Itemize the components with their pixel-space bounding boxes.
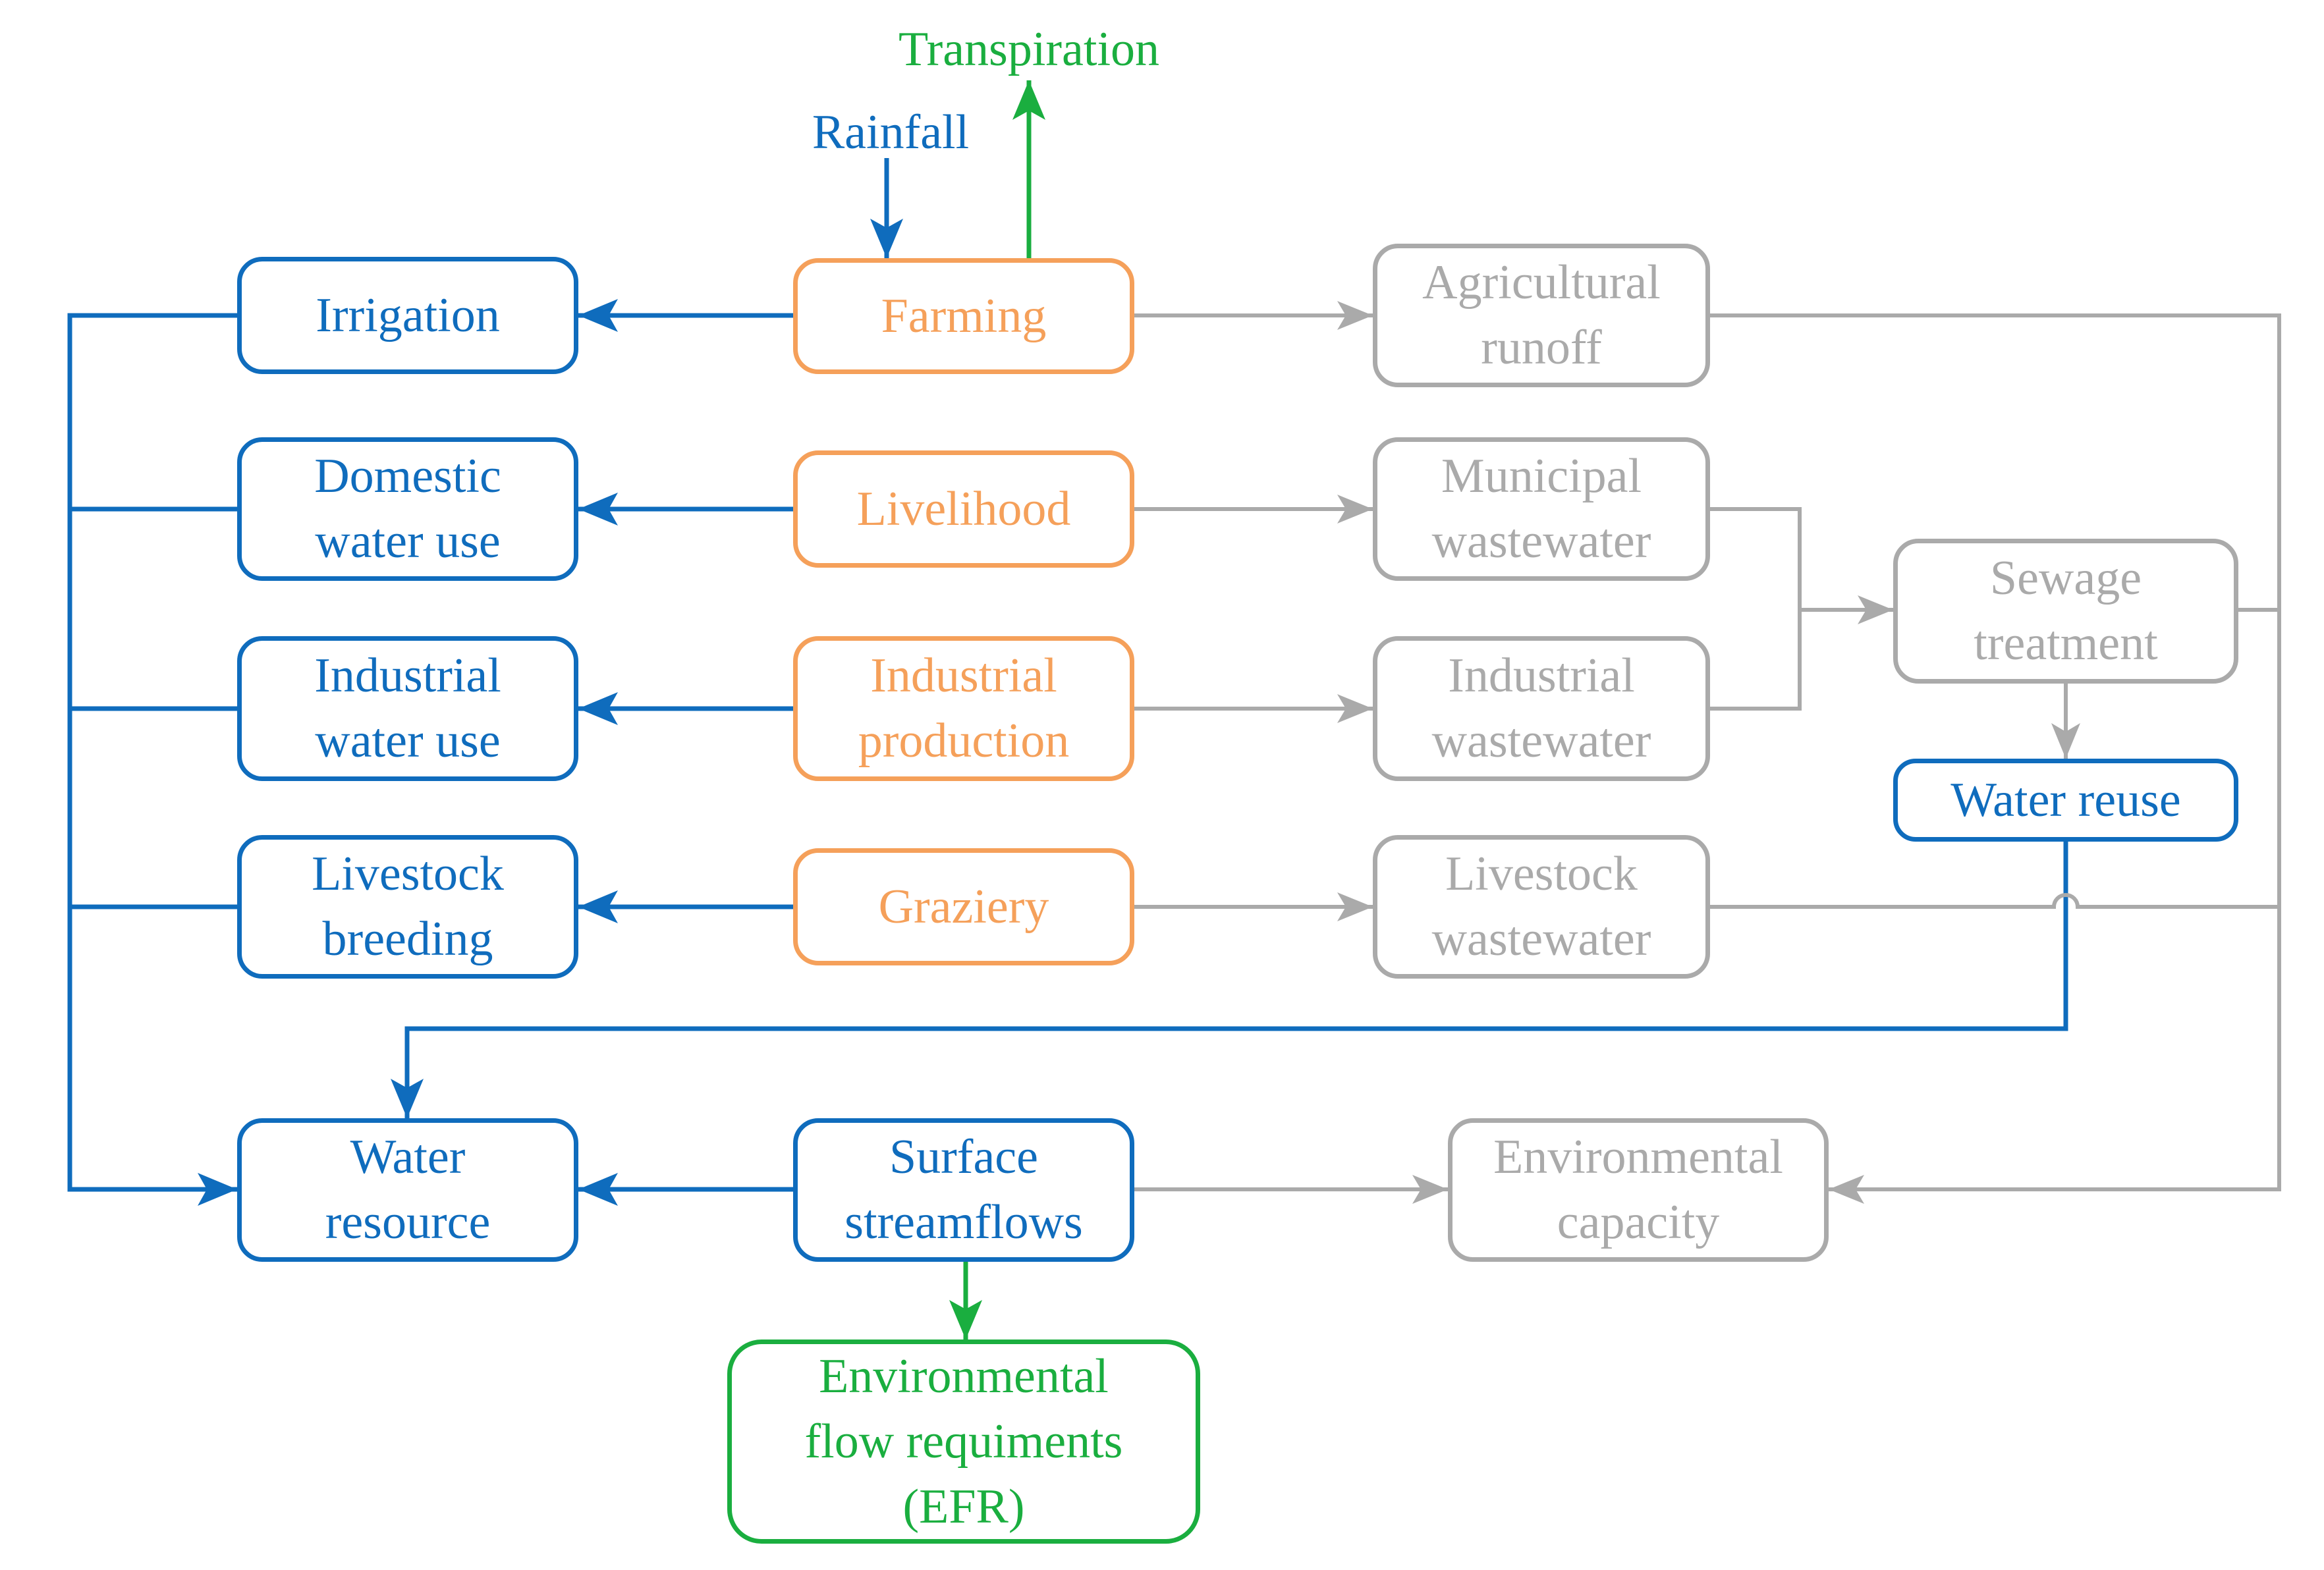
industrial-production-label: Industrial production	[858, 649, 1070, 768]
sewage-treatment-label: Sewage treatment	[1974, 551, 2158, 670]
efr-label: Environmental flow requiments (EFR)	[804, 1349, 1123, 1534]
livestock-wastewater-node: Livestock wastewater	[1373, 835, 1710, 979]
municipal-to-sewage-line	[1710, 507, 1802, 711]
water-reuse-label: Water reuse	[1950, 772, 2181, 827]
domestic-water-use-node: Domestic water use	[237, 437, 578, 581]
farming-label: Farming	[881, 288, 1047, 343]
surface-streamflows-label: Surface streamflows	[844, 1130, 1083, 1249]
efr-node: Environmental flow requiments (EFR)	[727, 1340, 1200, 1544]
water-reuse-to-water-resource-arrow	[391, 842, 2068, 1118]
water-resource-label: Water resource	[325, 1130, 491, 1249]
livestock-wastewater-label: Livestock wastewater	[1431, 847, 1651, 966]
livestock-wastewater-to-bus-line	[1710, 893, 2279, 909]
municipal-wastewater-node: Municipal wastewater	[1373, 437, 1710, 581]
rainfall-label: Rainfall	[812, 105, 970, 159]
industrial-production-node: Industrial production	[793, 636, 1134, 781]
sewage-treatment-node: Sewage treatment	[1893, 539, 2238, 684]
transpiration-label: Transpiration	[898, 22, 1160, 76]
municipal-wastewater-label: Municipal wastewater	[1431, 449, 1651, 568]
industrial-wastewater-label: Industrial wastewater	[1431, 649, 1651, 768]
left-return-bus	[67, 313, 237, 1206]
irrigation-node: Irrigation	[237, 257, 578, 374]
industrial-water-use-node: Industrial water use	[237, 636, 578, 781]
industrial-wastewater-node: Industrial wastewater	[1373, 636, 1710, 781]
livelihood-label: Livelihood	[856, 481, 1071, 536]
surface-streamflows-node: Surface streamflows	[793, 1118, 1134, 1262]
right-discharge-bus	[1710, 313, 2281, 1204]
domestic-water-use-label: Domestic water use	[314, 449, 501, 568]
water-reuse-node: Water reuse	[1893, 759, 2238, 842]
environmental-capacity-node: Environmental capacity	[1448, 1118, 1829, 1262]
farming-node: Farming	[793, 258, 1134, 374]
industrial-water-use-label: Industrial water use	[314, 649, 501, 768]
irrigation-label: Irrigation	[316, 288, 500, 342]
livestock-breeding-node: Livestock breeding	[237, 835, 578, 979]
environmental-capacity-label: Environmental capacity	[1493, 1130, 1783, 1249]
livestock-breeding-label: Livestock breeding	[312, 847, 504, 966]
agricultural-runoff-label: Agricultural runoff	[1422, 256, 1661, 375]
livelihood-node: Livelihood	[793, 450, 1134, 568]
graziery-label: Graziery	[878, 879, 1049, 934]
graziery-node: Graziery	[793, 848, 1134, 965]
agricultural-runoff-node: Agricultural runoff	[1373, 244, 1710, 387]
water-resource-node: Water resource	[237, 1118, 578, 1262]
